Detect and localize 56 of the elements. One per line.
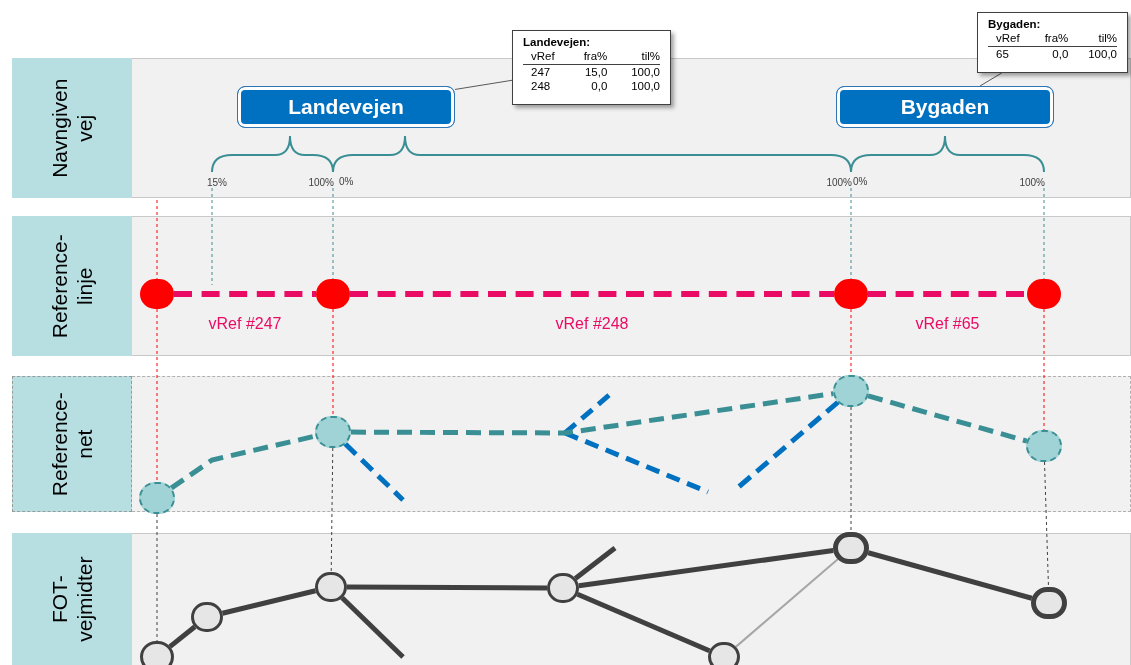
- table-cell-text: 100,0: [630, 79, 660, 94]
- table-cell-text: 100,0: [630, 64, 660, 80]
- road-line: [578, 548, 834, 589]
- guide-line: [332, 187, 334, 280]
- info-callout: [512, 30, 671, 105]
- lane-header: Navngiven vej: [12, 58, 132, 198]
- table-cell-text: 65: [995, 46, 1010, 62]
- road-line: [340, 596, 405, 659]
- guide-line: [156, 308, 158, 483]
- lane-header: FOT- vejmidter: [12, 533, 132, 665]
- table-cell-text: 100,0: [1087, 46, 1117, 62]
- road-line: [573, 546, 617, 581]
- guide-line: [332, 308, 334, 417]
- guide-line: [211, 187, 213, 286]
- percent-label: 15%: [207, 177, 231, 188]
- percent-label: 0%: [853, 177, 868, 187]
- guide-line: [156, 199, 158, 280]
- reference-line-segment: [174, 291, 316, 297]
- reference-line-segment: [868, 291, 1027, 297]
- table-cell-text: 0,0: [1051, 46, 1069, 62]
- guide-line: [850, 406, 852, 533]
- guide-line: [330, 447, 334, 573]
- road-stub: [343, 442, 405, 502]
- table-cell-text: 248: [530, 79, 552, 94]
- table-cell: til%: [607, 49, 660, 65]
- lane-header: Reference- net: [12, 376, 132, 512]
- callout-title: Bygaden:: [988, 17, 1042, 32]
- percent-label: 0%: [339, 177, 354, 187]
- reference-line-segment: [350, 291, 834, 297]
- percent-label: 100%: [1015, 177, 1045, 188]
- table-cell-text: 247: [530, 64, 552, 80]
- table-cell: vRef: [523, 49, 555, 65]
- percent-label: 100%: [819, 177, 852, 188]
- table-cell: fra%: [1019, 31, 1069, 47]
- lane-header: Reference- linje: [12, 216, 132, 356]
- road-line: [867, 550, 1033, 601]
- table-cell-text: 15,0: [583, 64, 608, 80]
- table-cell: vRef: [988, 31, 1020, 47]
- callout-title: Landevejen:: [523, 35, 592, 50]
- leader-line: [979, 72, 1003, 87]
- table-cell: til%: [1068, 31, 1117, 47]
- network-line: [351, 391, 834, 436]
- road-name-label: Bygaden: [836, 86, 1054, 128]
- road-line: [347, 584, 547, 591]
- guide-line: [1043, 308, 1045, 431]
- guide-line: [1044, 461, 1049, 588]
- guide-line: [1043, 187, 1045, 280]
- road-line: [168, 624, 197, 649]
- leader-line: [454, 79, 513, 90]
- percent-label: 100%: [304, 177, 334, 188]
- table-cell-text: 0,0: [590, 79, 608, 94]
- info-callout: [977, 12, 1128, 73]
- table-cell: fra%: [554, 49, 608, 65]
- road-line: [221, 588, 317, 616]
- road-name-label: Landevejen: [237, 86, 455, 128]
- guide-line: [850, 187, 852, 280]
